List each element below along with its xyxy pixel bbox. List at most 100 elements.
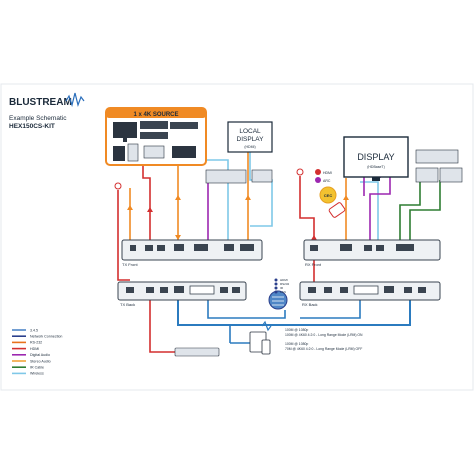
net-label-lan: LAN <box>280 290 286 294</box>
port <box>160 287 168 293</box>
rx-back-ports <box>308 285 426 295</box>
port <box>189 285 215 295</box>
wire-green-rx-2 <box>409 180 441 244</box>
port <box>146 287 154 293</box>
legend-label: Network Connection <box>30 335 62 339</box>
network-switch-icon <box>268 290 288 310</box>
net-dot <box>274 278 278 282</box>
wireless-icon <box>261 320 272 332</box>
control-processor-icon <box>174 347 220 357</box>
net-dot <box>274 290 278 294</box>
wire-tx-lan <box>207 298 250 319</box>
port <box>220 287 228 293</box>
network-dots <box>274 278 278 294</box>
legend-label: Digital Audio <box>30 353 50 357</box>
port <box>384 286 394 293</box>
arrow-mark <box>175 235 181 240</box>
net-label-hdmi: HDMI <box>280 278 288 282</box>
arrow-mark <box>175 195 181 200</box>
av-amplifier-icon <box>415 149 459 164</box>
source-box-header <box>106 108 206 118</box>
display-sub: (HDBaseT) <box>367 165 385 169</box>
pc-monitor-stand <box>123 138 127 142</box>
game-console-icon <box>113 146 125 161</box>
av-receiver-icon <box>170 122 198 129</box>
cec-label: CEC <box>324 193 333 198</box>
tx-back-label: TX Back <box>120 302 135 307</box>
arrow-mark <box>245 195 251 200</box>
port <box>353 285 379 295</box>
port <box>340 244 352 251</box>
note-line: 100M @ 1080p <box>285 342 308 346</box>
port <box>310 245 318 251</box>
console-white-icon <box>127 143 139 162</box>
source-devices <box>113 121 198 162</box>
port <box>240 244 254 251</box>
media-player-icon <box>140 132 168 139</box>
wire-lan-switch <box>250 310 286 319</box>
port <box>376 245 384 251</box>
net-label-ir: IR <box>280 286 284 290</box>
wire-purple-rx-1 <box>369 176 391 244</box>
display-title: DISPLAY <box>357 152 394 162</box>
legend-label: Wireless <box>30 372 44 376</box>
arrow-mark <box>127 205 133 210</box>
hdmi-dot-icon <box>315 169 321 175</box>
port <box>174 244 184 251</box>
pc-monitor-icon <box>113 122 137 138</box>
local-display-sub: (HDMI) <box>244 145 255 149</box>
wire-lightblue-3 <box>360 181 379 244</box>
wire-hdbaset <box>177 298 411 326</box>
tx-front-label: TX Front <box>122 262 138 267</box>
ir-receiver-icon <box>296 168 304 176</box>
note-line: 70M @ 4K60 4:2:0 - Long Range Mode (LRM)… <box>285 347 362 351</box>
subwoofer-icon <box>439 167 463 183</box>
arc-dot-icon <box>315 177 321 183</box>
laptop-icon <box>143 145 165 159</box>
local-display-box <box>227 121 273 153</box>
rx-front-ports <box>310 244 414 251</box>
display-box <box>343 136 409 178</box>
arrow-mark <box>311 235 317 240</box>
port <box>194 244 208 251</box>
note-line: 100M @ 1080p <box>285 328 308 332</box>
arrow-mark <box>147 207 153 212</box>
brand-name: BLUSTREAM <box>9 97 72 108</box>
port <box>324 287 332 293</box>
port <box>396 244 414 251</box>
switch-lines <box>272 296 284 306</box>
note-line: 100M @ 4K60 4:2:0 - Long Range Mode (LRM… <box>285 333 363 337</box>
audio-receiver-icon <box>205 169 247 184</box>
badge-arc: ARC <box>323 179 331 183</box>
wire-tx-rs232 <box>149 298 175 353</box>
legend-label: RS-232 <box>30 341 42 345</box>
port <box>364 245 372 251</box>
legend-label: 3.4.5 <box>30 328 38 332</box>
hdmi-plug-icon <box>328 202 346 218</box>
local-display-line2: DISPLAY <box>237 136 265 143</box>
header-subtitle: Example Schematic <box>9 115 67 122</box>
port <box>232 287 240 293</box>
port <box>340 287 348 293</box>
port <box>418 287 426 293</box>
speaker-icon <box>251 169 273 183</box>
tx-front-ports <box>130 244 254 251</box>
brand-wave-icon <box>65 92 85 108</box>
signal-arrows <box>127 195 349 240</box>
port <box>145 245 153 251</box>
local-display-line1: LOCAL <box>239 128 261 135</box>
wire-green-rx <box>399 180 421 244</box>
port <box>174 286 184 293</box>
arrow-mark <box>343 195 349 200</box>
display-stand <box>372 177 380 181</box>
port <box>404 287 412 293</box>
wire-rx-lan <box>300 298 361 319</box>
phone-icon <box>261 339 271 355</box>
soundbar-icon <box>415 167 439 183</box>
header-model: HEX150CS-KIT <box>9 123 55 130</box>
net-dot <box>274 282 278 286</box>
port <box>130 245 136 251</box>
wire-tx-ir <box>117 190 130 281</box>
